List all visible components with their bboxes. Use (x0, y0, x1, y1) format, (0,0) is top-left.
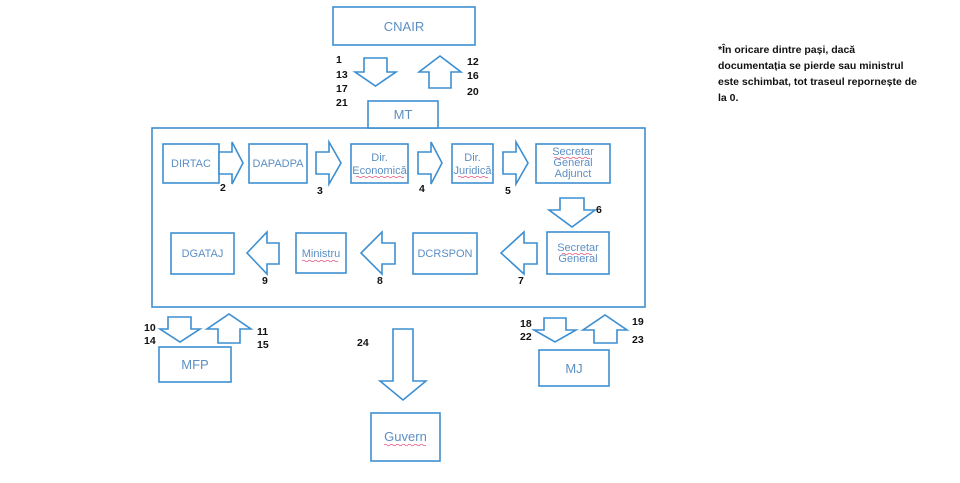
step-label: 6 (596, 204, 602, 216)
step-label: 12 (467, 56, 479, 68)
step-label: 16 (467, 70, 479, 82)
node-secretar-general-label: Secretar (557, 242, 599, 254)
node-dirtac-label: DIRTAC (171, 158, 211, 170)
node-mj: MJ (538, 349, 610, 387)
node-mt-label: MT (394, 107, 413, 122)
node-mt: MT (367, 100, 439, 129)
step-label: 1 (336, 54, 342, 66)
spellcheck-underline (553, 156, 591, 160)
node-dcrspon-label: DCRSPON (417, 248, 472, 260)
arrow-mj-to-mt (580, 314, 630, 344)
arrow-step-7 (499, 230, 538, 276)
node-guvern-label: Guvern (384, 429, 427, 444)
node-dgataj-label: DGATAJ (182, 248, 224, 260)
node-dir-economica: Dir. Economică (350, 143, 409, 184)
node-ministru: Ministru (295, 232, 347, 274)
node-dir-juridica: Dir. Juridică (451, 143, 494, 184)
node-cnair-label: CNAIR (384, 19, 424, 34)
arrow-mt-to-mj (530, 317, 580, 343)
node-mj-label: MJ (565, 361, 582, 376)
arrow-mt-to-mfp (157, 316, 203, 343)
spellcheck-underline (383, 443, 427, 447)
node-secretar-general-adjunct-label: Secretar (552, 146, 594, 158)
step-label: 13 (336, 69, 348, 81)
node-mfp-label: MFP (181, 357, 208, 372)
step-label: 3 (317, 185, 323, 197)
step-label: 22 (520, 331, 532, 343)
spellcheck-underline (301, 259, 339, 263)
step-label: 19 (632, 316, 644, 328)
node-cnair: CNAIR (332, 6, 476, 46)
node-guvern: Guvern (370, 412, 441, 462)
footnote: *În oricare dintre pași, dacă documentaț… (718, 44, 917, 104)
step-label: 2 (220, 182, 226, 194)
step-label: 21 (336, 97, 348, 109)
step-label: 20 (467, 86, 479, 98)
step-label: 4 (419, 183, 425, 195)
node-dirtac: DIRTAC (162, 143, 220, 184)
arrow-cnair-to-mt (352, 57, 399, 87)
arrow-mt-to-cnair (416, 54, 464, 89)
step-label: 11 (257, 326, 268, 338)
arrow-step-3 (315, 138, 342, 188)
arrow-step-5 (502, 138, 529, 188)
arrow-mt-to-guvern (377, 328, 429, 402)
step-label: 8 (377, 275, 383, 287)
step-label: 7 (518, 275, 524, 287)
node-ministru-label: Ministru (302, 248, 341, 260)
node-dapadpa-label: DAPADPA (253, 158, 305, 170)
step-label: 24 (357, 337, 369, 349)
node-dir-economica-label: Economică (352, 165, 407, 177)
node-dir-economica-label: Dir. (371, 152, 388, 164)
arrow-step-9 (245, 230, 280, 276)
step-label: 23 (632, 334, 644, 346)
node-secretar-general-adjunct-label: Adjunct (555, 168, 592, 180)
node-secretar-general: Secretar General (546, 231, 610, 275)
arrow-step-8 (359, 230, 396, 276)
arrow-step-2 (218, 141, 244, 185)
step-label: 14 (144, 335, 156, 347)
node-dapadpa: DAPADPA (248, 143, 308, 184)
step-label: 10 (144, 322, 156, 334)
step-label: 9 (262, 275, 268, 287)
step-label: 15 (257, 339, 269, 351)
spellcheck-underline (561, 252, 593, 256)
node-secretar-general-adjunct: Secretar General Adjunct (535, 143, 611, 184)
step-label: 17 (336, 83, 348, 95)
node-dgataj: DGATAJ (170, 232, 235, 275)
node-mfp: MFP (158, 346, 232, 383)
arrow-step-6 (546, 197, 598, 228)
node-secretar-general-adjunct-label: General (553, 157, 592, 169)
step-label: 18 (520, 318, 532, 330)
spellcheck-underline (355, 175, 405, 179)
node-dir-juridica-label: Dir. (464, 152, 481, 164)
arrow-mfp-to-mt (204, 313, 254, 344)
arrow-step-4 (417, 141, 443, 185)
step-label: 5 (505, 185, 511, 197)
spellcheck-underline (457, 175, 489, 179)
node-secretar-general-label: General (558, 253, 597, 265)
node-dcrspon: DCRSPON (412, 232, 478, 275)
node-dir-juridica-label: Juridică (454, 165, 493, 177)
